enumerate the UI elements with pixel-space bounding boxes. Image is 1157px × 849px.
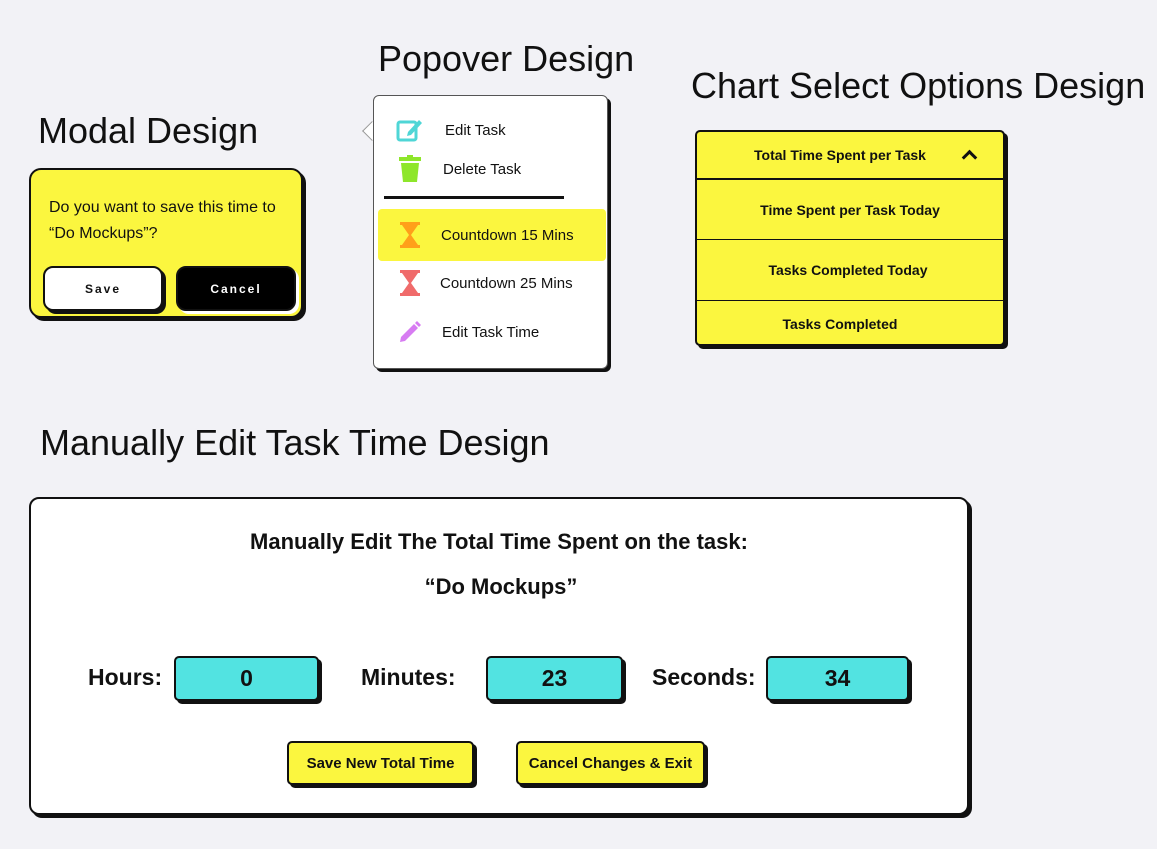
edit-time-panel: Manually Edit The Total Time Spent on th… (29, 497, 969, 815)
popover-item-delete-task[interactable]: Delete Task (378, 148, 606, 190)
edit-time-heading: Manually Edit The Total Time Spent on th… (250, 529, 748, 554)
edit-time-design-title: Manually Edit Task Time Design (40, 422, 550, 463)
modal-message: Do you want to save this time to “Do Moc… (49, 199, 276, 242)
popover-item-label: Edit Task Time (442, 323, 540, 341)
popover-item-edit-task-time[interactable]: Edit Task Time (378, 311, 606, 353)
minutes-input[interactable]: 23 (486, 656, 623, 701)
save-button[interactable]: Save (43, 266, 163, 311)
save-new-time-button[interactable]: Save New Total Time (287, 741, 474, 785)
chart-option-completed[interactable]: Tasks Completed (697, 301, 1003, 346)
hourglass-icon (396, 221, 424, 249)
popover-item-label: Countdown 15 Mins (441, 226, 574, 244)
popover-item-label: Delete Task (443, 160, 522, 178)
pencil-icon (396, 318, 424, 346)
edit-note-icon (396, 116, 424, 144)
chart-option-label: Tasks Completed (782, 315, 898, 332)
popover-item-label: Edit Task (445, 121, 506, 139)
trash-icon (396, 155, 424, 183)
chart-select-dropdown: Total Time Spent per Task Time Spent per… (695, 130, 1005, 346)
hours-input[interactable]: 0 (174, 656, 319, 701)
popover-item-countdown-25[interactable]: Countdown 25 Mins (378, 262, 606, 304)
edit-time-task-name: “Do Mockups” (424, 574, 578, 599)
modal-design-title: Modal Design (38, 110, 259, 151)
chart-select-design-title: Chart Select Options Design (691, 65, 1146, 106)
cancel-button[interactable]: Cancel (176, 266, 296, 311)
chart-option-completed-today[interactable]: Tasks Completed Today (697, 240, 1003, 301)
minutes-label: Minutes: (361, 664, 456, 690)
popover-item-edit-task[interactable]: Edit Task (378, 109, 606, 151)
chart-option-time-today[interactable]: Time Spent per Task Today (697, 180, 1003, 240)
cancel-changes-button[interactable]: Cancel Changes & Exit (516, 741, 705, 785)
seconds-input[interactable]: 34 (766, 656, 909, 701)
hours-label: Hours: (88, 664, 163, 690)
popover-design-title: Popover Design (378, 38, 635, 79)
popover-divider (384, 196, 564, 199)
hourglass-icon (396, 269, 424, 297)
seconds-label: Seconds: (652, 664, 756, 690)
popover-item-countdown-15[interactable]: Countdown 15 Mins (378, 209, 606, 261)
task-popover: Edit Task Delete Task Countdown 15 Mins (373, 95, 608, 369)
chart-select-current[interactable]: Total Time Spent per Task (697, 132, 1003, 180)
popover-item-label: Countdown 25 Mins (440, 274, 573, 292)
chart-select-current-label: Total Time Spent per Task (754, 147, 926, 163)
chevron-up-icon[interactable] (961, 149, 978, 166)
save-time-modal: Do you want to save this time to “Do Moc… (29, 168, 303, 318)
chart-option-label: Tasks Completed Today (768, 262, 928, 278)
chart-option-label: Time Spent per Task Today (760, 201, 940, 218)
